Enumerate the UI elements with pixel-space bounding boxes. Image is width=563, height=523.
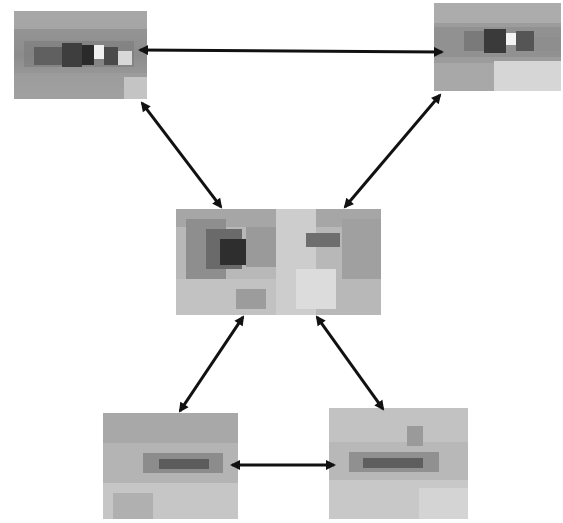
right-eye-image <box>434 3 561 91</box>
right-mouth-image <box>329 408 468 519</box>
left-mouth-image <box>103 413 238 519</box>
arrow-left-eye-right-eye <box>138 45 444 57</box>
arrow-center-left-mouth <box>178 315 245 413</box>
arrow-left-eye-center <box>140 101 223 209</box>
arrow-center-right-mouth <box>315 315 385 411</box>
left-eye-image <box>14 11 147 99</box>
center-face-image <box>176 209 381 315</box>
arrow-right-eye-center <box>343 93 442 209</box>
